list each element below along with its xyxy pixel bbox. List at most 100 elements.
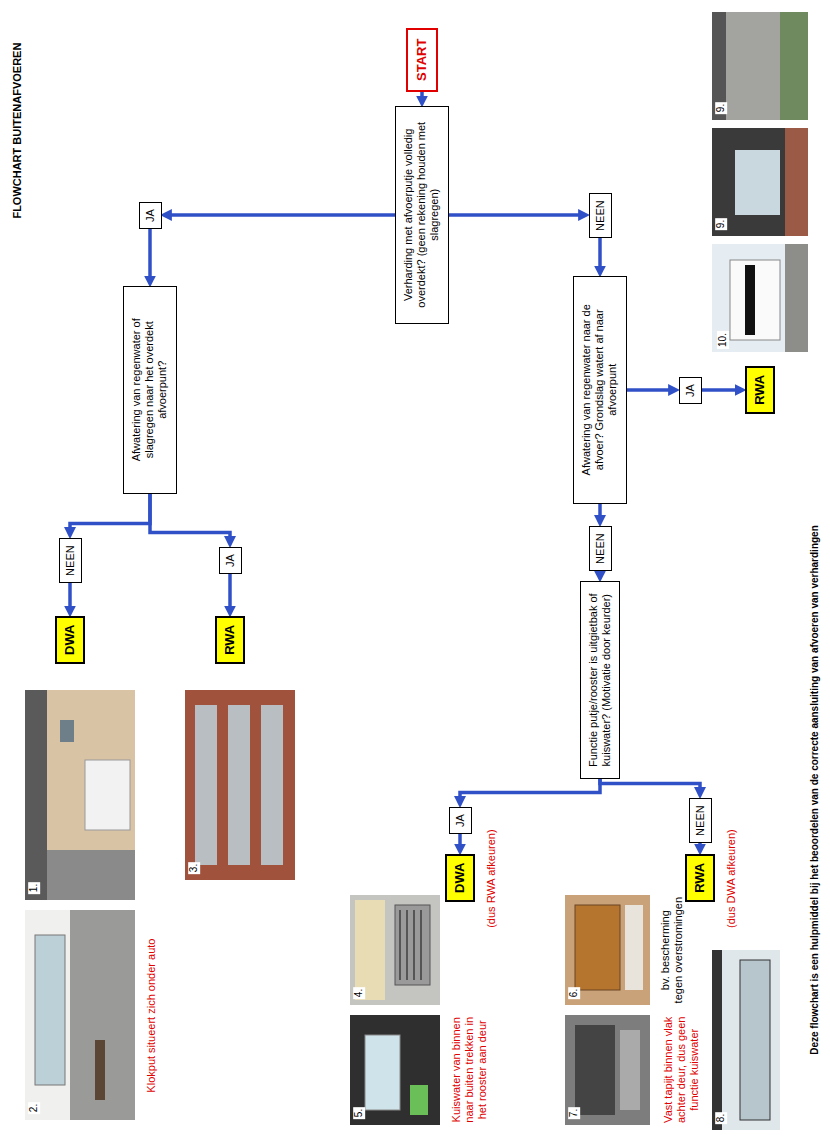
- node-text: Functie putje/rooster is uitgietbak of k…: [587, 590, 613, 770]
- callout-number: 6.: [568, 987, 580, 999]
- node-text: DWA: [452, 863, 468, 893]
- node-label: RWA: [692, 863, 708, 893]
- node-text: NEEN: [693, 805, 706, 836]
- flow-arrow: [68, 583, 72, 609]
- node-text: Afwatering van regenwater of slagregen n…: [130, 295, 170, 485]
- photo-window: [60, 720, 74, 742]
- node-label: Functie putje/rooster is uitgietbak of k…: [587, 590, 613, 770]
- photo-window: [735, 150, 780, 215]
- photo-mat: [620, 1030, 640, 1110]
- callout-number: 4.: [353, 987, 365, 999]
- decision-box: Afwatering van regenwater of slagregen n…: [123, 286, 177, 494]
- photo-door: [575, 905, 620, 990]
- photo-note: Klokput situeert zich onder auto: [145, 915, 158, 1115]
- flow-arrow: [70, 494, 150, 530]
- answer-box: JA: [139, 202, 162, 229]
- node-label: JA: [683, 384, 696, 397]
- photo-grate-bars: [400, 910, 421, 980]
- node-label: NEEN: [693, 805, 706, 836]
- photo: [565, 1015, 650, 1125]
- flow-arrow: [228, 574, 232, 609]
- photo: [712, 128, 808, 236]
- node-label: DWA: [62, 625, 78, 655]
- flow-arrow: [698, 843, 702, 847]
- callout-number: 9.: [715, 102, 727, 114]
- flow-arrow: [170, 213, 396, 217]
- flow-arrow: [627, 388, 671, 392]
- flow-arrow: [458, 834, 462, 847]
- node-label: RWA: [752, 375, 768, 405]
- node-text: START: [414, 39, 430, 81]
- photo-post: [95, 1040, 105, 1100]
- photo-pavement: [785, 244, 808, 352]
- photo-note: (dus RWA afkeuren): [485, 813, 498, 943]
- photo-note: bv. bescherming tegen overstromingen: [659, 895, 685, 1005]
- node-text: JA: [143, 209, 156, 222]
- result-box: DWA: [55, 616, 85, 664]
- photo-garden: [780, 12, 808, 120]
- photo: [350, 895, 440, 1005]
- callout-number: 8.: [715, 1112, 727, 1124]
- photo-glass: [35, 935, 65, 1085]
- answer-box: JA: [449, 807, 472, 834]
- photo-grate: [410, 1085, 428, 1115]
- node-text: NEEN: [593, 200, 606, 231]
- node-label: Afwatering van regenwater of slagregen n…: [130, 295, 170, 485]
- node-text: RWA: [692, 863, 708, 893]
- photo-tiles: [355, 900, 385, 1000]
- start-terminal: START: [406, 28, 438, 92]
- callout-number: 1.: [28, 882, 40, 894]
- node-text: JA: [453, 814, 466, 827]
- answer-box: JA: [679, 377, 702, 404]
- photo: [712, 244, 808, 352]
- node-label: START: [414, 39, 430, 81]
- node-text: DWA: [62, 625, 78, 655]
- photo-wall: [625, 905, 643, 990]
- photo: [25, 910, 135, 1120]
- answer-box: NEEN: [589, 526, 612, 571]
- node-label: RWA: [222, 625, 238, 655]
- result-box: RWA: [685, 854, 715, 902]
- decision-box: Afwatering van regenwater naar de afvoer…: [573, 276, 627, 504]
- photo-stripe: [745, 265, 755, 335]
- photo-door: [365, 1035, 400, 1110]
- node-label: NEEN: [63, 545, 76, 576]
- node-label: Verharding met afvoerputje volledig over…: [402, 115, 442, 315]
- flow-arrow: [702, 388, 738, 392]
- flow-arrow: [600, 779, 700, 790]
- photo-frame: [712, 950, 722, 1130]
- node-text: NEEN: [593, 533, 606, 564]
- photo-balcony: [195, 705, 217, 865]
- decision-box: Functie putje/rooster is uitgietbak of k…: [580, 581, 620, 779]
- callout-number: 2.: [28, 1102, 40, 1114]
- photo: [185, 690, 295, 880]
- photo-grate: [395, 905, 430, 985]
- answer-box: NEEN: [689, 798, 712, 843]
- node-label: JA: [453, 814, 466, 827]
- callout-number: 3.: [188, 862, 200, 874]
- callout-number: 10.: [717, 331, 729, 349]
- photo-brick: [785, 128, 808, 236]
- chart-title: FLOWCHART BUITENAFVOEREN: [11, 15, 24, 245]
- flow-arrow: [460, 779, 600, 799]
- flow-arrow: [420, 92, 424, 98]
- photo-note: Kuiswater van binnen naar buiten trekken…: [450, 1010, 490, 1130]
- node-label: NEEN: [593, 200, 606, 231]
- flow-arrow: [150, 494, 230, 539]
- node-text: Afwatering van regenwater naar de afvoer…: [580, 285, 620, 495]
- photo-note: Vast tapijt binnen vlak achter deur, dus…: [662, 1010, 702, 1130]
- answer-box: JA: [219, 547, 242, 574]
- result-box: RWA: [745, 366, 775, 414]
- result-box: DWA: [445, 854, 475, 902]
- flow-arrow: [449, 213, 581, 217]
- photo: [712, 12, 808, 120]
- answer-box: NEEN: [589, 193, 612, 238]
- photo: [350, 1015, 440, 1125]
- flow-arrow: [148, 229, 152, 279]
- node-text: RWA: [222, 625, 238, 655]
- node-label: JA: [143, 209, 156, 222]
- node-label: JA: [223, 554, 236, 567]
- callout-number: 7.: [568, 1107, 580, 1119]
- node-text: Verharding met afvoerputje volledig over…: [402, 115, 442, 315]
